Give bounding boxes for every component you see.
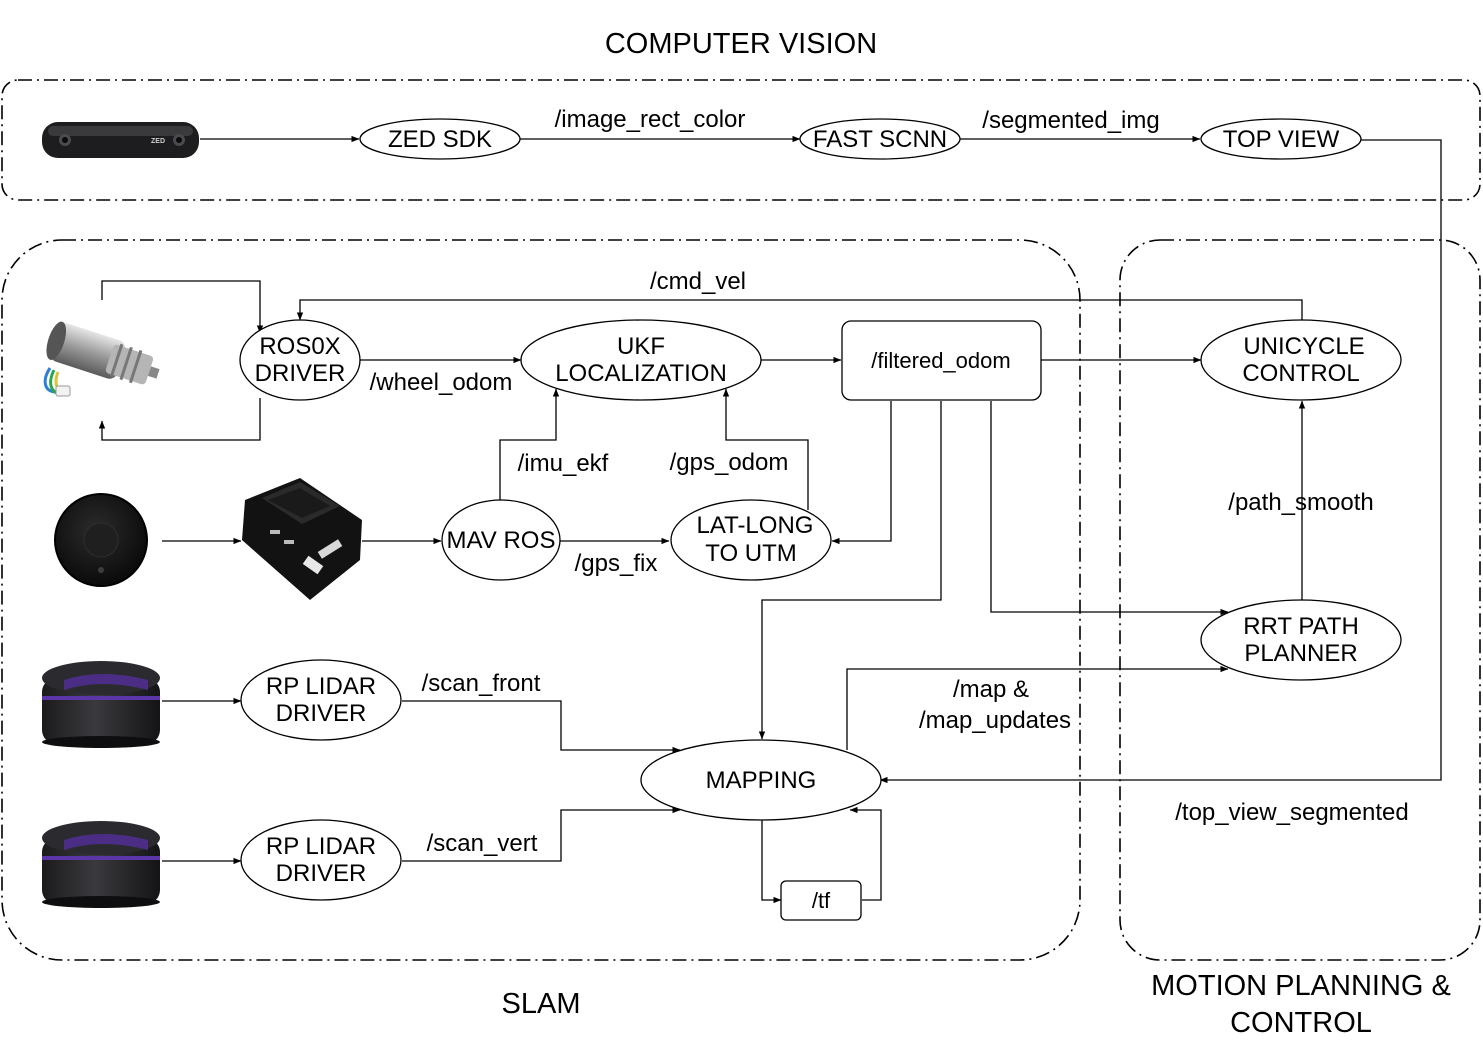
label-gps-odom: /gps_odom	[670, 449, 789, 476]
edge-labels: /image_rect_color /segmented_img /cmd_ve…	[370, 106, 1409, 857]
label-map-line2: /map_updates	[919, 707, 1071, 734]
motion-planning-title-line1: MOTION PLANNING &	[1151, 970, 1451, 1002]
edge-top-view-to-mapping	[879, 139, 1442, 784]
node-top-view-label: TOP VIEW	[1223, 126, 1340, 153]
node-mav-ros-label: MAV ROS	[447, 527, 556, 554]
connectors	[98, 135, 1442, 904]
computer-vision-title: COMPUTER VISION	[605, 28, 877, 60]
label-gps-fix: /gps_fix	[575, 550, 658, 577]
edge-ros0x-to-motor	[98, 398, 261, 441]
edge-imu-ekf	[499, 388, 560, 500]
node-top-view: TOP VIEW	[1200, 118, 1362, 160]
node-rp-lidar-driver-front: RP LIDAR DRIVER	[240, 659, 402, 741]
edge-motor-to-ros0x	[101, 280, 264, 334]
computer-vision-group	[1, 79, 1481, 201]
node-rrt-label-1: RRT PATH	[1243, 613, 1359, 640]
motion-planning-title-line2: CONTROL	[1230, 1007, 1372, 1039]
node-mapping: MAPPING	[640, 739, 882, 821]
edge-filtered-odom-to-latlong	[831, 401, 892, 545]
node-lidar-vert-label-1: RP LIDAR	[266, 833, 376, 860]
motion-planning-group	[1119, 239, 1481, 961]
edge-filtered-odom-to-mapping	[758, 401, 942, 740]
node-fast-scnn: FAST SCNN	[799, 118, 961, 160]
rp-lidar-front-icon	[42, 661, 160, 748]
node-latlong-to-utm: LAT-LONG TO UTM	[670, 499, 832, 581]
label-cmd-vel: /cmd_vel	[650, 268, 746, 295]
label-scan-front: /scan_front	[422, 670, 541, 697]
zed-camera-icon: ZED	[42, 122, 199, 158]
label-image-rect-color: /image_rect_color	[555, 106, 746, 133]
slam-group	[1, 239, 1081, 961]
node-unicycle-label-2: CONTROL	[1242, 360, 1359, 387]
node-mav-ros: MAV ROS	[441, 499, 561, 581]
edge-filtered-odom-to-rrt	[990, 401, 1229, 616]
node-unicycle-control: UNICYCLE CONTROL	[1200, 319, 1402, 401]
label-map-line1: /map &	[953, 676, 1029, 703]
label-wheel-odom: /wheel_odom	[370, 369, 513, 396]
node-rp-lidar-driver-vert: RP LIDAR DRIVER	[240, 819, 402, 901]
node-zed-sdk-label: ZED SDK	[388, 126, 492, 153]
node-ros0x-label-2: DRIVER	[255, 360, 346, 387]
node-tf: /tf	[780, 880, 862, 921]
label-scan-vert: /scan_vert	[427, 830, 538, 857]
node-ros0x-label-1: ROS0X	[259, 333, 340, 360]
label-imu-ekf: /imu_ekf	[518, 450, 609, 477]
edge-mapping-to-tf	[761, 820, 782, 904]
edge-gps-odom	[722, 388, 809, 510]
zed-logo: ZED	[151, 138, 165, 145]
rp-lidar-vert-icon	[42, 821, 160, 908]
imu-puck-icon	[54, 493, 148, 587]
slam-title: SLAM	[502, 988, 581, 1020]
node-rrt-path-planner: RRT PATH PLANNER	[1200, 599, 1402, 681]
node-ros0x-driver: ROS0X DRIVER	[239, 319, 361, 401]
pixhawk-controller-icon	[242, 478, 362, 600]
edge-scan-front	[402, 700, 681, 754]
node-mapping-label: MAPPING	[706, 767, 817, 794]
node-ukf-label-2: LOCALIZATION	[555, 360, 727, 387]
label-path-smooth: /path_smooth	[1228, 489, 1373, 516]
node-tf-label: /tf	[812, 888, 831, 913]
node-rrt-label-2: PLANNER	[1244, 640, 1357, 667]
node-zed-sdk: ZED SDK	[359, 118, 521, 160]
node-lidar-vert-label-2: DRIVER	[276, 860, 367, 887]
label-segmented-img: /segmented_img	[982, 107, 1159, 134]
node-lidar-front-label-1: RP LIDAR	[266, 673, 376, 700]
node-ukf-localization: UKF LOCALIZATION	[520, 319, 762, 401]
node-filtered-odom: /filtered_odom	[841, 320, 1042, 401]
edge-tf-to-mapping	[849, 806, 882, 901]
node-ukf-label-1: UKF	[617, 333, 665, 360]
node-latlong-label-1: LAT-LONG	[697, 512, 814, 539]
node-fast-scnn-label: FAST SCNN	[813, 126, 947, 153]
dc-motor-icon	[43, 321, 160, 397]
node-unicycle-label-1: UNICYCLE	[1243, 333, 1364, 360]
edge-cmd-vel	[296, 299, 1303, 321]
edge-map-updates	[846, 665, 1229, 750]
edge-scan-vert	[402, 806, 681, 862]
node-lidar-front-label-2: DRIVER	[276, 700, 367, 727]
node-filtered-odom-label: /filtered_odom	[871, 348, 1010, 373]
label-top-view-segmented: /top_view_segmented	[1175, 799, 1408, 826]
node-latlong-label-2: TO UTM	[705, 540, 797, 567]
